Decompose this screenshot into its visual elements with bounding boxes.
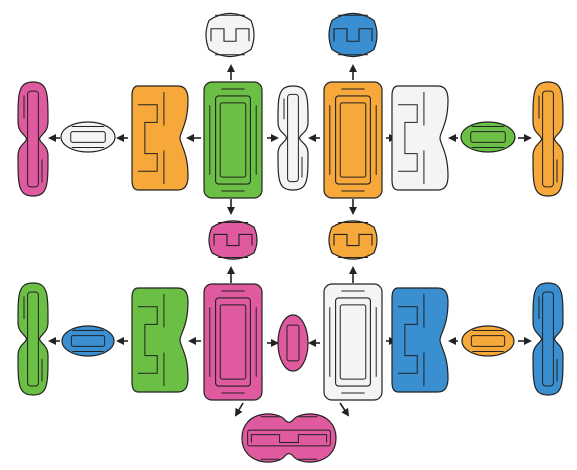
piece-pink-long-lobed [17,81,49,197]
piece-pink-cap [208,220,258,260]
arrows-layer [48,64,532,417]
piece-pink-big-rect [203,283,263,401]
piece-blue-oval [61,325,115,357]
pieces-layer [17,12,564,463]
piece-orange-oval [461,325,515,357]
piece-orange-cap [328,220,378,260]
piece-green-puzzle-tall [131,287,189,393]
piece-orange-big-rect [323,81,383,199]
piece-white-long-lobed [277,85,309,191]
piece-blue-puzzle-tall [391,287,449,393]
piece-green-long-lobed [17,282,49,396]
piece-white-big-rect [323,283,383,401]
piece-blue-long-lobed [532,282,564,396]
piece-blue-cap [328,12,378,58]
arrow [234,402,244,417]
piece-pink-small-oval [277,314,309,372]
piece-white-puzzle-tall [391,85,449,191]
piece-pink-wide-lobed [241,413,337,463]
piece-white-cap [205,12,255,58]
piece-orange-long-lobed [532,81,564,197]
piece-green-big-rect [203,81,263,199]
piece-white-oval [60,121,116,153]
piece-orange-puzzle-tall [131,85,189,191]
piece-green-oval [460,121,516,153]
arrow [339,402,350,417]
